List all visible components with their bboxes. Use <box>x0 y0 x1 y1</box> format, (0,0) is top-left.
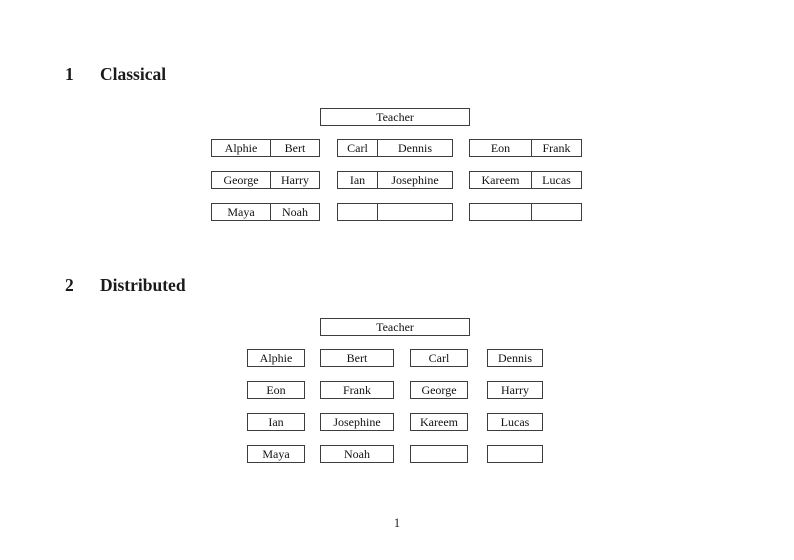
seat-cell: Frank <box>542 141 571 155</box>
seat-cell: Bert <box>284 141 306 155</box>
section-number: 1 <box>65 64 74 84</box>
classical-teacher-box: Teacher <box>320 108 470 126</box>
distributed-seat: Alphie <box>247 349 305 367</box>
distributed-seat: Josephine <box>320 413 394 431</box>
seat-cell: Dennis <box>398 141 432 155</box>
distributed-seat: Carl <box>410 349 468 367</box>
seat-cell-empty <box>532 204 581 220</box>
classical-desk-row3-left: Maya Noah <box>211 203 320 221</box>
seat-cell: Maya <box>212 204 271 220</box>
teacher-label: Teacher <box>376 320 414 334</box>
section-heading-classical: 1 Classical <box>65 64 166 84</box>
distributed-teacher-box: Teacher <box>320 318 470 336</box>
section-title: Distributed <box>100 275 186 295</box>
seat-cell-empty <box>378 204 452 220</box>
classical-desk-row2-left: George Harry <box>211 171 320 189</box>
teacher-label: Teacher <box>376 110 414 124</box>
distributed-seat: Bert <box>320 349 394 367</box>
seat-cell: Noah <box>282 205 308 219</box>
distributed-seat: Harry <box>487 381 543 399</box>
classical-desk-row3-right-empty <box>469 203 582 221</box>
seat-cell: Harry <box>281 173 309 187</box>
distributed-seat: Eon <box>247 381 305 399</box>
distributed-seat: George <box>410 381 468 399</box>
classical-desk-row1-left: Alphie Bert <box>211 139 320 157</box>
seat-cell-empty <box>470 204 532 220</box>
seat-cell: Carl <box>338 140 378 156</box>
distributed-seat: Noah <box>320 445 394 463</box>
seat-cell: Kareem <box>470 172 532 188</box>
seat-cell-empty <box>338 204 378 220</box>
seat-cell: Josephine <box>391 173 439 187</box>
classical-desk-row1-middle: Carl Dennis <box>337 139 453 157</box>
classical-desk-row3-middle-empty <box>337 203 453 221</box>
section-heading-distributed: 2 Distributed <box>65 275 186 295</box>
distributed-seat: Dennis <box>487 349 543 367</box>
seat-cell: Lucas <box>542 173 571 187</box>
distributed-seat-empty <box>487 445 543 463</box>
page-number: 1 <box>393 516 401 530</box>
seat-cell: Alphie <box>212 140 271 156</box>
section-title: Classical <box>100 64 167 84</box>
distributed-seat: Ian <box>247 413 305 431</box>
section-number: 2 <box>65 275 74 295</box>
seat-cell: George <box>212 172 271 188</box>
classical-desk-row1-right: Eon Frank <box>469 139 582 157</box>
distributed-seat: Kareem <box>410 413 468 431</box>
classical-desk-row2-middle: Ian Josephine <box>337 171 453 189</box>
distributed-seat: Frank <box>320 381 394 399</box>
distributed-seat: Lucas <box>487 413 543 431</box>
distributed-seat: Maya <box>247 445 305 463</box>
seat-cell: Eon <box>470 140 532 156</box>
classical-desk-row2-right: Kareem Lucas <box>469 171 582 189</box>
seat-cell: Ian <box>338 172 378 188</box>
distributed-seat-empty <box>410 445 468 463</box>
